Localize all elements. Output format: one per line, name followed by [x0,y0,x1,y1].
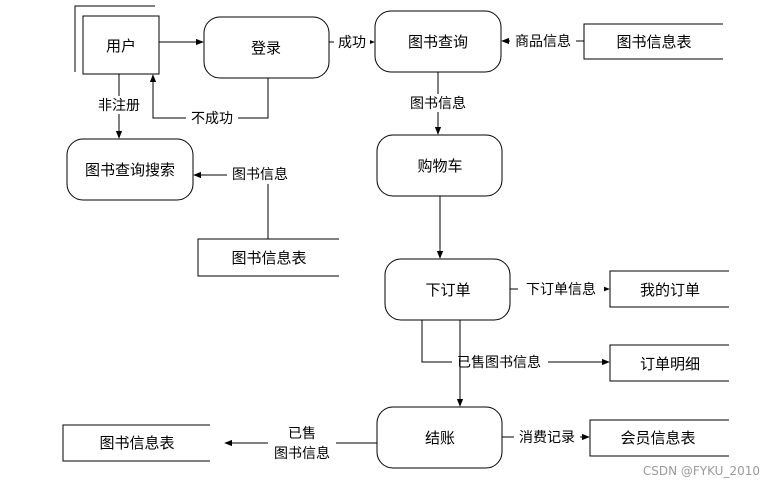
cart-label: 购物车 [417,157,462,175]
checkout-process: 结账 [376,406,503,469]
place-order-label: 下订单 [425,281,470,299]
book-search-process: 图书查询搜索 [66,138,194,201]
user-entity: 用户 [74,5,160,75]
edge-book-info-cart-label: 图书信息 [410,95,466,112]
place-order-process: 下订单 [384,258,511,321]
edge-unregistered-label: 非注册 [98,98,140,114]
book-info-store-mid: 图书信息表 [197,238,339,277]
book-info-store-mid-label: 图书信息表 [231,249,306,267]
edge-order-info-label: 下订单信息 [526,281,596,298]
edge-success-label: 成功 [338,35,366,51]
cart-process: 购物车 [376,134,503,197]
edge-sold-book-info-label: 已售图书信息 [457,354,541,371]
login-process: 登录 [203,16,330,79]
watermark: CSDN @FYKU_2010 [643,464,760,478]
my-orders-label: 我的订单 [640,281,700,299]
book-info-store-top-label: 图书信息表 [616,33,691,51]
arrow-store-search [193,171,269,239]
edge-product-info-label: 商品信息 [515,33,571,50]
edge-consumption-label: 消费记录 [519,430,575,446]
book-info-store-top: 图书信息表 [583,23,723,60]
edge-sold-line2-label: 图书信息 [274,445,330,462]
book-query-process: 图书查询 [374,10,502,73]
edge-fail-label: 不成功 [191,111,233,127]
book-search-label: 图书查询搜索 [85,161,175,179]
member-info-store: 会员信息表 [589,419,729,457]
order-detail-store: 订单明细 [609,344,729,382]
user-label: 用户 [106,37,136,55]
edge-book-info-search-label: 图书信息 [232,166,288,183]
book-info-store-bottom: 图书信息表 [62,424,210,462]
edge-sold-line1-label: 已售 [288,426,316,442]
member-info-label: 会员信息表 [620,429,695,447]
login-label: 登录 [251,39,281,57]
book-query-label: 图书查询 [408,33,468,51]
checkout-label: 结账 [425,429,455,447]
book-info-store-bottom-label: 图书信息表 [99,434,174,452]
order-detail-label: 订单明细 [640,355,700,373]
my-orders-store: 我的订单 [609,270,729,308]
